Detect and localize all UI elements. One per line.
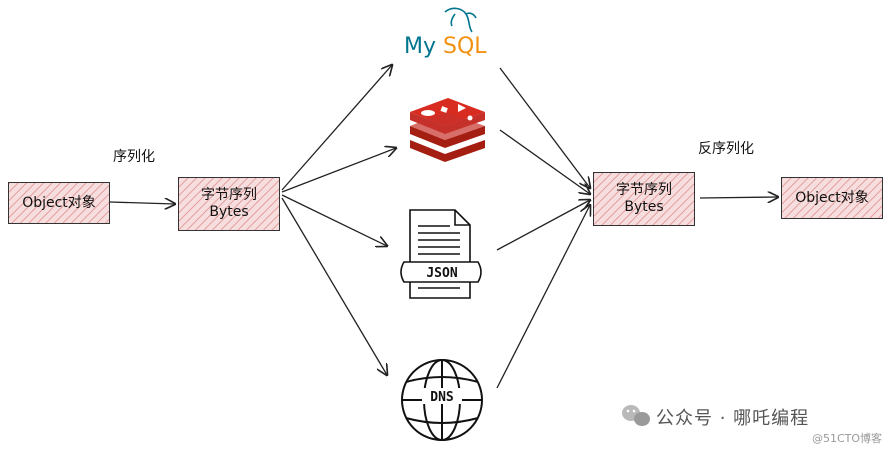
- mysql-logo-sql: SQL: [443, 34, 487, 59]
- watermark-sub: @51CTO博客: [812, 432, 883, 445]
- bytes-box-left-line1: 字节序列: [201, 187, 257, 203]
- arrow-mysql-to-bytes: [499, 67, 590, 188]
- arrow-redis-to-bytes: [499, 129, 590, 194]
- target-object-text: Object对象: [795, 189, 869, 206]
- mysql-logo: My SQL: [404, 34, 487, 59]
- arrow-bytes-to-dns: [281, 197, 387, 375]
- source-object-box: Object对象: [8, 182, 110, 224]
- arrow-dns-to-bytes: [496, 205, 590, 389]
- bytes-box-right-line2: Bytes: [624, 199, 664, 215]
- bytes-box-left: 字节序列 Bytes: [178, 177, 280, 231]
- arrow-json-to-bytes: [496, 200, 590, 251]
- mysql-logo-text: My: [404, 34, 437, 59]
- bytes-box-right-line1: 字节序列: [616, 182, 672, 198]
- target-object-box: Object对象: [781, 177, 883, 219]
- dns-label-bg: [422, 388, 462, 404]
- arrow-bytes-to-mysql: [281, 65, 392, 191]
- redis-icon: [410, 98, 485, 162]
- serialize-label: 序列化: [113, 149, 155, 165]
- arrow-bytes-to-object: [699, 197, 778, 198]
- bytes-box-left-line2: Bytes: [209, 204, 249, 220]
- deserialize-label: 反序列化: [698, 141, 754, 157]
- arrow-object-to-bytes: [109, 202, 175, 204]
- json-file-icon: [400, 209, 482, 299]
- arrow-bytes-to-redis: [281, 148, 396, 193]
- dns-label: DNS: [430, 390, 454, 405]
- json-label: JSON: [426, 266, 457, 281]
- source-object-text: Object对象: [22, 194, 96, 211]
- watermark-main: 公众号 · 哪吒编程: [656, 408, 810, 429]
- mysql-dolphin-icon: [444, 7, 477, 33]
- wechat-icon: [622, 405, 650, 426]
- bytes-box-right: 字节序列 Bytes: [593, 172, 695, 226]
- arrow-bytes-to-json: [281, 194, 387, 246]
